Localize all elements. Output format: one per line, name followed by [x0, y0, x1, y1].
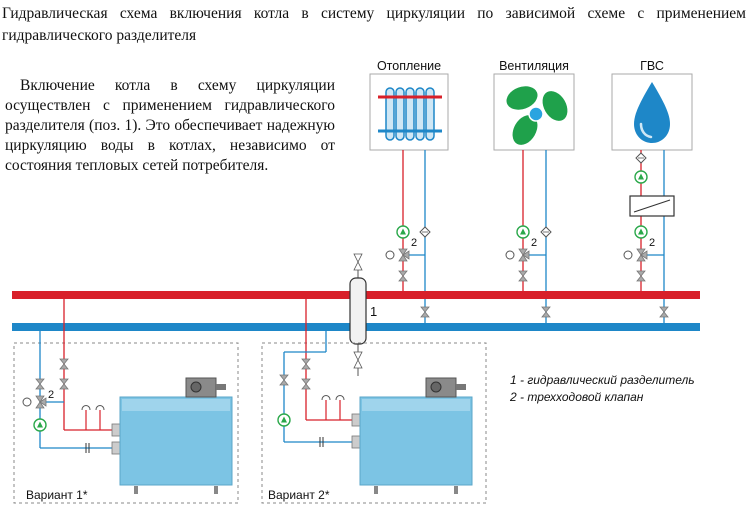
pump-icon	[33, 418, 47, 432]
thermometer-icon	[505, 250, 515, 260]
pump-icon	[277, 413, 291, 427]
valve-marker: 2	[649, 237, 655, 249]
shutoff-valve-icon	[659, 306, 669, 318]
pump-icon	[634, 170, 648, 184]
check-valve-icon	[419, 226, 431, 238]
burner-icon	[425, 377, 466, 398]
valve-marker: 2	[531, 237, 537, 249]
safety-valve-icon	[335, 395, 345, 401]
dhw-unit	[611, 73, 693, 151]
ventilation-branch: 2	[505, 150, 552, 326]
radiator-icon	[378, 87, 442, 141]
burner-icon	[185, 377, 226, 398]
three-way-valve-icon	[398, 248, 410, 262]
check-valve-icon	[635, 152, 647, 164]
heating-label: Отопление	[377, 59, 441, 73]
shutoff-valve-icon	[636, 270, 646, 282]
safety-valve-icon	[321, 395, 331, 401]
safety-valve-icon	[95, 405, 105, 411]
dhw-branch: 2	[623, 150, 675, 326]
legend-item-separator: 1 - гидравлический разделитель	[510, 373, 695, 387]
thermometer-icon	[623, 250, 633, 260]
water-drop-icon	[634, 82, 670, 143]
heat-exchanger-icon	[629, 195, 675, 217]
thermometer-icon	[385, 250, 395, 260]
heating-unit	[369, 73, 449, 151]
shutoff-valve-icon	[59, 358, 69, 370]
shutoff-valve-icon	[59, 378, 69, 390]
variant-1-piping: 2	[22, 299, 123, 455]
boiler-1	[81, 377, 233, 494]
three-way-valve-icon	[35, 395, 47, 409]
boiler-2	[321, 377, 473, 494]
variant-2-label: Вариант 2*	[268, 488, 330, 502]
pump-icon	[634, 225, 648, 239]
page-title: Гидравлическая схема включения котла в с…	[2, 5, 746, 44]
ventilation-label: Вентиляция	[499, 59, 569, 73]
safety-valve-icon	[81, 405, 91, 411]
shutoff-valve-icon	[420, 306, 430, 318]
dhw-label: ГВС	[640, 59, 664, 73]
variant-1-label: Вариант 1*	[26, 488, 88, 502]
shutoff-valve-icon	[518, 270, 528, 282]
check-valve-icon	[540, 226, 552, 238]
shutoff-valve-icon	[398, 270, 408, 282]
variant-2-piping	[277, 299, 363, 449]
shutoff-valve-icon	[301, 378, 311, 390]
three-way-valve-icon	[518, 248, 530, 262]
shutoff-valve-icon	[541, 306, 551, 318]
three-way-valve-icon	[636, 248, 648, 262]
pump-icon	[396, 225, 410, 239]
shutoff-valve-icon	[279, 374, 289, 386]
shutoff-valve-icon	[301, 358, 311, 370]
valve-marker: 2	[48, 389, 54, 401]
ventilation-unit	[493, 73, 575, 151]
description-text: Включение котла в схему циркуляции осуще…	[5, 77, 335, 174]
separator-marker: 1	[370, 304, 377, 319]
hydraulic-separator	[349, 253, 367, 376]
fan-icon	[506, 86, 568, 145]
shutoff-valve-icon	[35, 378, 45, 390]
pump-icon	[516, 225, 530, 239]
legend-item-valve: 2 - трехходовой клапан	[509, 390, 644, 404]
thermometer-icon	[22, 397, 32, 407]
valve-marker: 2	[411, 237, 417, 249]
heating-branch: 2	[385, 150, 431, 326]
